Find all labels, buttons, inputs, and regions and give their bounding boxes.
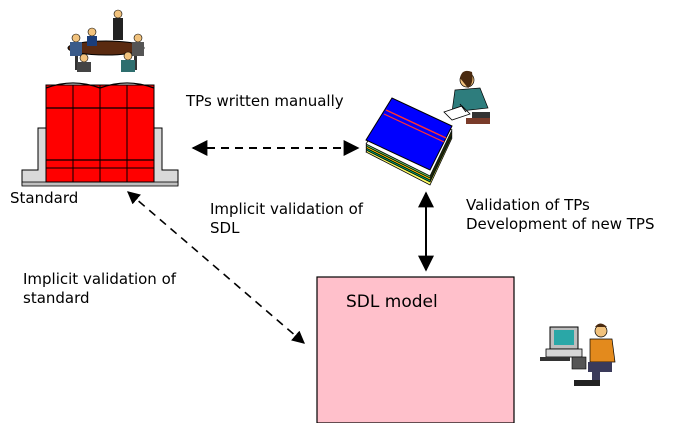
computer-user-icon [540, 323, 616, 386]
implicit-validation-sdl-line-1: Implicit validation of [210, 200, 364, 218]
sdl-model-box [316, 276, 515, 423]
implicit-validation-sdl-line-2: SDL [210, 219, 240, 237]
implicit-validation-standard-line-2: standard [23, 289, 90, 307]
standard-label: Standard [10, 189, 79, 207]
sdl-model-label: SDL model [346, 292, 438, 312]
implicit-validation-standard-line-1: Implicit validation of [23, 270, 177, 288]
standard-books-icon [21, 82, 179, 187]
test-procedures-book-icon [365, 97, 453, 186]
writing-person-icon [443, 70, 490, 124]
meeting-people-icon [67, 9, 145, 72]
validation-tps-label: Validation of TPs Development of new TPS [466, 196, 654, 234]
arrow-standard-to-model [127, 191, 305, 344]
validation-tps-line-1: Validation of TPs [466, 196, 590, 214]
tps-written-label: TPs written manually [186, 92, 344, 110]
implicit-validation-sdl-label: Implicit validation of SDL [210, 200, 363, 238]
validation-tps-line-2: Development of new TPS [466, 215, 655, 233]
implicit-validation-standard-label: Implicit validation of standard [23, 270, 176, 308]
